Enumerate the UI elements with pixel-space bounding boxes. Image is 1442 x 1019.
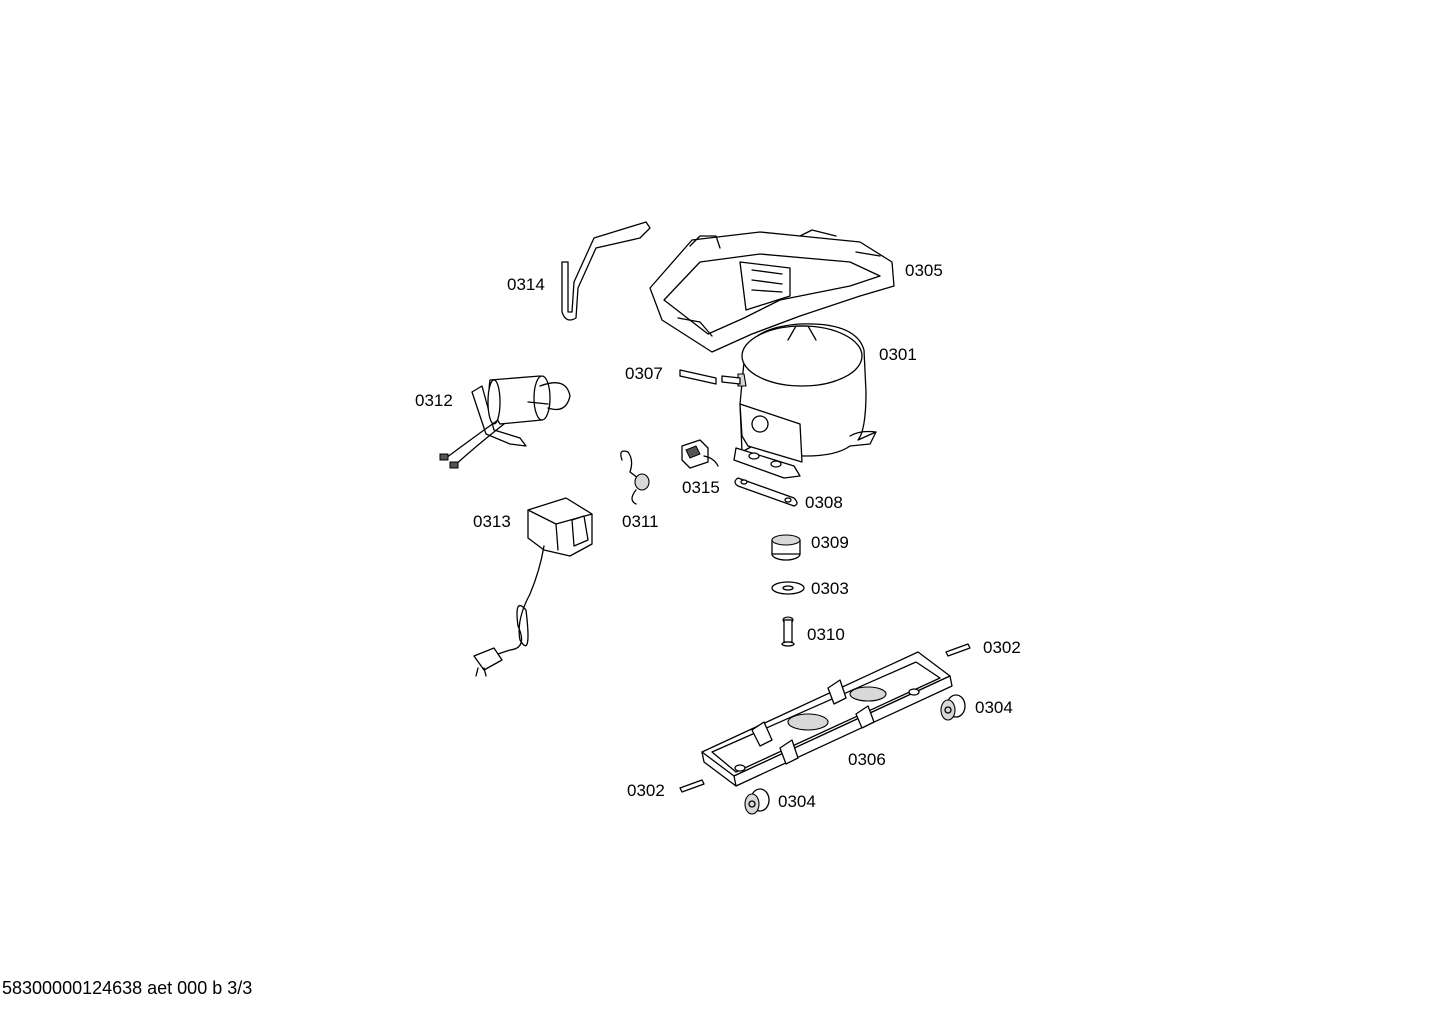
foot-0304-right[interactable] bbox=[940, 694, 966, 721]
label-0314: 0314 bbox=[507, 275, 545, 294]
label-0303: 0303 bbox=[811, 579, 849, 598]
label-0311: 0311 bbox=[622, 512, 659, 531]
label-0302-upper: 0302 bbox=[983, 638, 1021, 657]
label-0306: 0306 bbox=[848, 750, 886, 769]
label-0304-left: 0304 bbox=[778, 792, 816, 811]
thermal-protector-0311[interactable] bbox=[620, 450, 650, 505]
label-0301: 0301 bbox=[879, 345, 917, 364]
foot-0304-left[interactable] bbox=[744, 788, 770, 815]
label-0315: 0315 bbox=[682, 478, 720, 497]
pin-0302-lower[interactable] bbox=[679, 779, 705, 793]
document-footer: 58300000124638 aet 000 b 3/3 bbox=[2, 978, 253, 998]
drip-tray-0305[interactable] bbox=[649, 229, 895, 353]
label-0302-lower: 0302 bbox=[627, 781, 665, 800]
label-0308: 0308 bbox=[805, 493, 843, 512]
pipe-0307[interactable] bbox=[679, 369, 741, 385]
power-box-0313[interactable] bbox=[473, 497, 593, 677]
label-0313: 0313 bbox=[473, 512, 511, 531]
bolt-0310[interactable] bbox=[781, 616, 795, 647]
base-frame-0306[interactable] bbox=[701, 651, 953, 787]
label-0310: 0310 bbox=[807, 625, 845, 644]
start-relay-0315[interactable] bbox=[681, 439, 719, 469]
pin-0302-upper[interactable] bbox=[945, 643, 971, 657]
label-0307: 0307 bbox=[625, 364, 663, 383]
grommet-0309[interactable] bbox=[771, 534, 801, 561]
washer-0303[interactable] bbox=[771, 581, 805, 595]
label-0312: 0312 bbox=[415, 391, 453, 410]
label-0304-right: 0304 bbox=[975, 698, 1013, 717]
hose-0314[interactable] bbox=[561, 221, 651, 321]
capacitor-0312[interactable] bbox=[439, 375, 571, 469]
mounting-bracket[interactable] bbox=[733, 403, 803, 479]
label-0309: 0309 bbox=[811, 533, 849, 552]
plate-0308[interactable] bbox=[734, 477, 798, 507]
label-0305: 0305 bbox=[905, 261, 943, 280]
